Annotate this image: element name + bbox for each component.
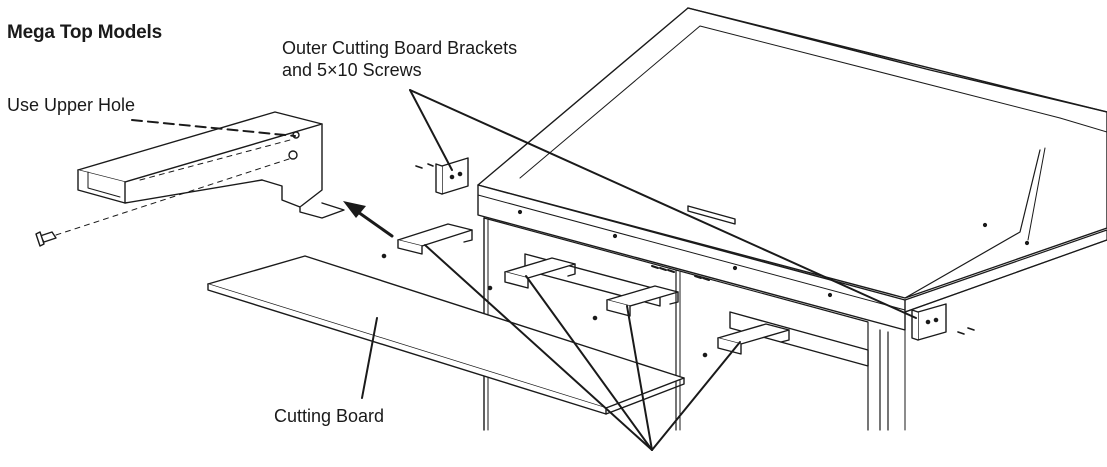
- cutting-board: [207, 255, 685, 415]
- diagram-title: Mega Top Models: [7, 22, 162, 43]
- install-direction-arrow: [343, 201, 394, 238]
- leader-lines: [131, 89, 917, 451]
- outer-bracket-right: [911, 303, 975, 341]
- inner-bracket-left-front: [487, 257, 576, 291]
- outer-bracket-left: [415, 157, 469, 195]
- cutting-board-label: Cutting Board: [274, 406, 385, 426]
- prep-table-cabinet: [477, 7, 1107, 431]
- use-upper-hole-label: Use Upper Hole: [7, 95, 136, 115]
- outer-brackets-label-line1: Outer Cutting Board Brackets: [282, 38, 518, 58]
- outer-brackets-label-line2: and 5×10 Screws: [282, 60, 422, 80]
- screw-icon: [35, 157, 293, 247]
- bracket-detail-enlarged: [77, 111, 345, 219]
- inner-bracket-right: [702, 323, 790, 358]
- inner-bracket-loose: [381, 223, 473, 259]
- inner-bracket-left-rear: [592, 285, 679, 321]
